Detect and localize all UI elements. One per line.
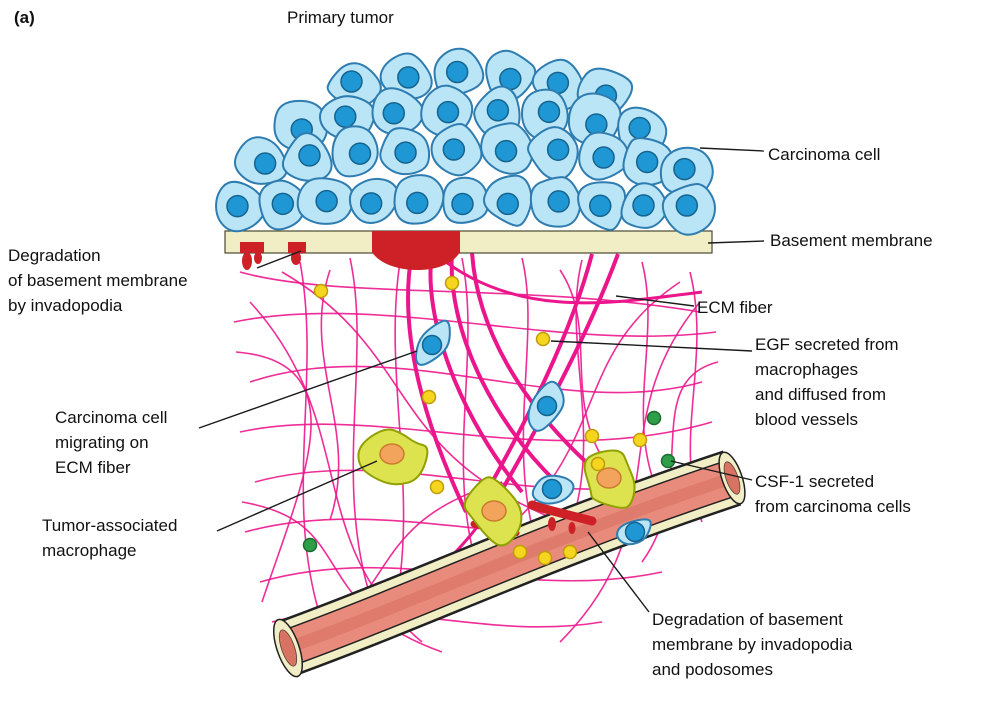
basement-membrane-band xyxy=(224,230,713,271)
leader-lines xyxy=(198,147,765,613)
label-migrating-cell: Carcinoma cell migrating on ECM fiber xyxy=(55,408,168,477)
vessel-open-end-right xyxy=(718,451,746,505)
blood-vessel xyxy=(272,450,746,678)
egf-dots xyxy=(313,275,648,566)
migrating-carcinoma-cells xyxy=(408,315,656,550)
label-csf1: CSF-1 secreted from carcinoma cells xyxy=(755,472,911,516)
label-egf: EGF secreted from macrophages and diffus… xyxy=(755,335,899,429)
primary-tumor-cells xyxy=(215,47,716,236)
vessel-open-end-left xyxy=(272,618,304,678)
label-degradation-bottom: Degradation of basement membrane by inva… xyxy=(652,610,853,679)
diagram-title: Primary tumor xyxy=(287,8,394,27)
label-degradation-top: Degradation of basement membrane by inva… xyxy=(8,246,188,315)
label-tumor-macrophage: Tumor-associated macrophage xyxy=(42,516,178,560)
label-ecm-fiber: ECM fiber xyxy=(697,298,773,317)
panel-label: (a) xyxy=(14,8,35,27)
label-carcinoma-cell: Carcinoma cell xyxy=(768,145,881,164)
label-basement-membrane: Basement membrane xyxy=(770,231,933,250)
csf1-dots xyxy=(302,410,676,553)
